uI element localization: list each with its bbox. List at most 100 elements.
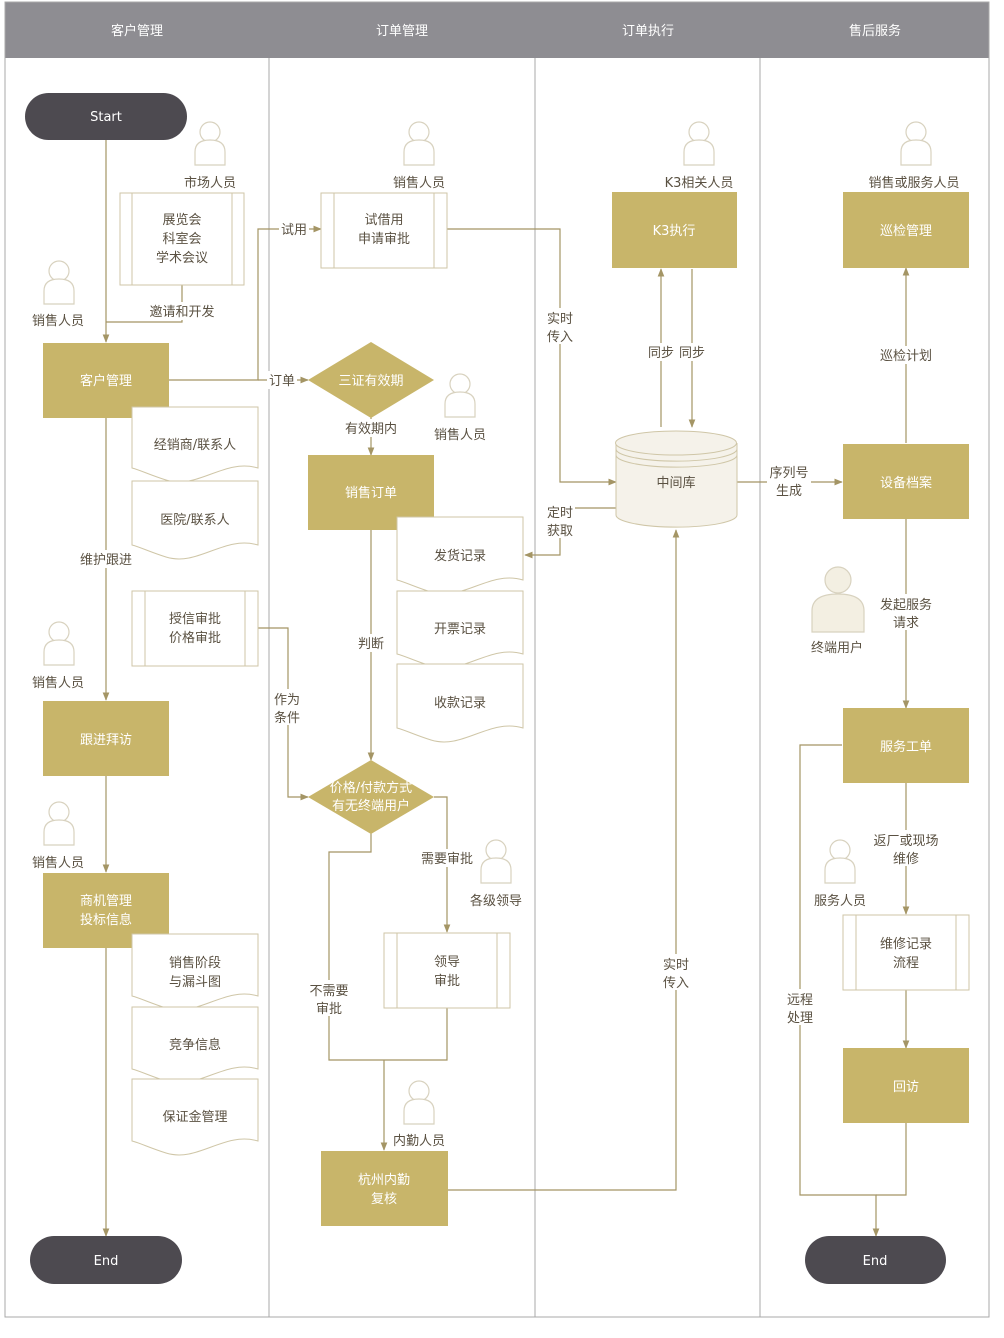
competition-label: 竞争信息 (169, 1037, 221, 1053)
edge-label-condition-2: 条件 (274, 710, 300, 726)
credit-label-2: 价格审批 (169, 630, 221, 646)
edge-label-realtime-in-2a: 实时 (663, 958, 689, 973)
condition-label-bg (272, 689, 302, 725)
three-certs-label: 三证有效期 (338, 374, 403, 389)
edge-label-sync-2: 同步 (679, 346, 705, 361)
no-approval-label-bg (308, 980, 352, 1016)
price-payment-label-2: 有无终端用户 (332, 798, 410, 814)
edge-trial-to-db (447, 228, 617, 486)
sales-stage-label-1: 销售阶段 (169, 955, 221, 971)
subprocess-labels: 展览会 科室会 学术会议 授信审批 价格审批 试借用 申请审批 领导 审批 维修… (156, 212, 932, 989)
leader-label-1: 领导 (434, 955, 460, 970)
scheduled-fetch-label-bg (545, 502, 575, 538)
opportunity-label-1: 商机管理 (80, 894, 132, 909)
return-onsite-label-bg (868, 830, 944, 866)
device-file-label: 设备档案 (880, 475, 932, 491)
end-terminal-right (805, 1236, 946, 1284)
middle-db-body (615, 443, 738, 528)
invite-label-bg (145, 302, 217, 320)
revisit-label: 回访 (893, 1080, 919, 1095)
role-sales-or-service: 销售或服务人员 (868, 175, 959, 191)
deposit-doc (131, 1078, 259, 1156)
sales-stage-label-2: 与漏斗图 (169, 974, 221, 990)
service-order-label: 服务工单 (880, 739, 932, 755)
k3-person-icon (683, 121, 715, 166)
edge-label-return-onsite-2: 维修 (893, 852, 919, 867)
hz-review-box (321, 1151, 448, 1226)
edge-label-scheduled-fetch-2: 获取 (547, 524, 573, 539)
role-sales-3: 销售人员 (32, 855, 84, 871)
price-payment-label-1: 价格/付款方式 (330, 780, 412, 796)
edge-label-no-approval-2: 审批 (316, 1002, 342, 1017)
decisions: 三证有效期 价格/付款方式 有无终端用户 (308, 342, 434, 834)
end-terminal-left (30, 1236, 182, 1284)
service-person-icon (824, 839, 856, 884)
role-sales-order-top: 销售人员 (393, 175, 445, 191)
invoice-label: 开票记录 (434, 622, 486, 637)
edge-label-return-onsite-1: 返厂或现场 (873, 834, 938, 849)
exhibition-box (119, 192, 245, 286)
middle-db-ring-2 (615, 454, 738, 468)
hz-review-label-2: 复核 (371, 1192, 397, 1207)
edge-label-serial-1: 序列号 (769, 466, 808, 481)
inspection-label: 巡检管理 (880, 224, 932, 239)
k3-exec-label: K3执行 (653, 224, 696, 239)
edge-label-service-request-2: 请求 (893, 616, 919, 631)
edge-noapproval-merge (328, 833, 448, 1061)
terminals: Start End End (25, 93, 946, 1284)
sales-person-icon-2 (43, 621, 75, 666)
middle-db (615, 430, 738, 528)
inspection-plan-label-bg (876, 346, 936, 364)
trial-label-1: 试借用 (364, 213, 403, 228)
payment-label: 收款记录 (434, 696, 486, 711)
middle-db-top (615, 430, 737, 456)
role-k3: K3相关人员 (665, 176, 734, 191)
edge-label-condition-1: 作为 (274, 693, 300, 708)
edge-review-to-db (448, 529, 680, 1191)
edge-label-remote-1: 远程 (787, 993, 813, 1008)
trial-label-2: 申请审批 (358, 232, 410, 247)
edge-label-order: 订单 (269, 374, 295, 389)
lane-title-aftersales: 售后服务 (849, 23, 901, 39)
lane-header-bar (5, 2, 989, 58)
lane-title-execution: 订单执行 (622, 24, 674, 39)
judge-label-bg (356, 634, 386, 652)
edge-label-maintain: 维护跟进 (80, 553, 132, 568)
edge-label-inspection-plan: 巡检计划 (880, 349, 932, 364)
end-label-right: End (863, 1254, 888, 1269)
edge-decision-to-leader (434, 796, 451, 933)
office-person-icon (403, 1080, 435, 1125)
valid-label-bg (341, 419, 401, 437)
sales-person-icon-3 (43, 801, 75, 846)
credit-box (131, 590, 259, 667)
hz-review-label-1: 杭州内勤 (358, 1172, 410, 1188)
edge-label-no-approval-1: 不需要 (309, 984, 348, 999)
repair-label-2: 流程 (893, 956, 919, 971)
edge-remote-to-end (799, 744, 880, 1237)
edge-label-sync-1: 同步 (648, 346, 674, 361)
process-boxes: 客户管理 跟进拜访 商机管理 投标信息 销售订单 杭州内勤 复核 K3执行 巡检… (43, 192, 969, 1226)
subprocess-boxes (119, 192, 970, 1009)
role-sales-2: 销售人员 (32, 675, 84, 691)
payment-doc (396, 663, 524, 743)
role-sales-1: 销售人员 (32, 313, 84, 329)
end-user-person-icon (811, 566, 865, 633)
deposit-label: 保证金管理 (162, 1109, 227, 1125)
sync-1-label-bg (646, 343, 676, 361)
people (43, 121, 932, 1125)
lane-title-order: 订单管理 (376, 24, 428, 39)
role-end-user: 终端用户 (811, 640, 863, 656)
middle-db-label: 中间库 (656, 475, 695, 491)
sales-person-icon-4 (403, 121, 435, 166)
follow-visit-label: 跟进拜访 (80, 733, 132, 748)
role-sales-order-mid: 销售人员 (434, 427, 486, 443)
need-approval-label-bg (418, 849, 476, 867)
role-leaders: 各级领导 (470, 893, 522, 909)
middle-db-ring-1 (615, 448, 738, 462)
device-file-box (843, 444, 969, 519)
inspection-box (843, 192, 969, 268)
edge-label-serial-2: 生成 (776, 484, 802, 499)
sales-stage-doc (131, 933, 259, 1011)
revisit-box (843, 1048, 969, 1123)
